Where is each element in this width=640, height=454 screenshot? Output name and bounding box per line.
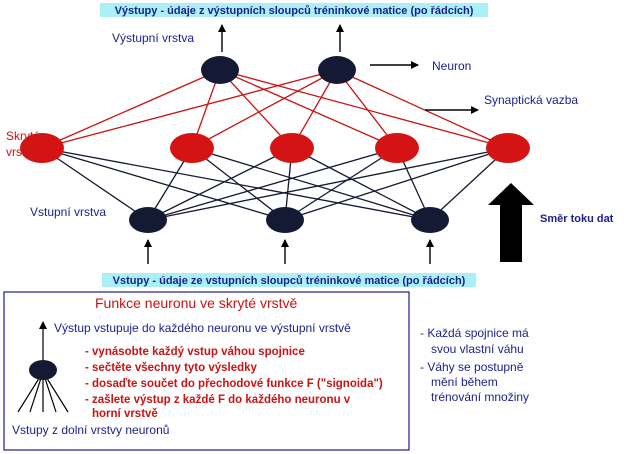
flow-direction-label: Směr toku dat [540,213,614,225]
hidden-output-connections [41,69,509,149]
top-banner: Výstupy - údaje z výstupních sloupců tré… [115,5,474,17]
flow-direction-arrow-icon [488,183,534,262]
hidden-neuron [375,133,419,163]
inputs-note: Vstupy z dolní vrstvy neuronů [12,423,169,437]
function-step: - dosaďte součet do přechodové funkce F … [85,378,383,390]
note-line: trénování množiny [431,390,529,404]
neuron-function-box [3,291,410,451]
hidden-neuron [170,133,214,163]
input-neuron [129,207,167,233]
output-neuron [318,56,356,84]
bottom-banner: Vstupy - údaje ze vstupních sloupců trén… [113,275,466,287]
io-arrows [144,24,479,264]
output-neuron [201,56,239,84]
input-layer-label: Vstupní vrstva [30,205,106,219]
output-note: Výstup vstupuje do každého neuronu ve vý… [54,321,351,335]
hidden-layer-label-1: Skrytá [6,129,40,143]
function-step: horní vrstvě [92,408,158,420]
function-step: - vynásobte každý vstup váhou spojnice [85,346,305,358]
note-line: - Váhy se postupně [420,360,524,374]
hidden-layer-label-2: vrstva [6,145,38,159]
output-layer-label: Výstupní vrstva [112,31,194,45]
function-step: - zašlete výstup z každé F do každého ne… [85,394,351,406]
neuron-label: Neuron [432,59,471,73]
bottom-banner-bg [102,273,476,287]
input-neuron [266,207,304,233]
top-banner-bg [100,3,488,17]
note-line: - Každá spojnice má [420,326,529,340]
hidden-neuron [486,133,530,163]
hidden-neuron [20,133,64,163]
hidden-neuron [270,133,314,163]
synapse-label: Synaptická vazba [484,93,578,107]
mini-neuron [29,360,57,380]
function-box-title: Funkce neuronu ve skryté vrstvě [95,295,298,311]
input-neuron [411,207,449,233]
function-step: - sečtěte všechny tyto výsledky [85,362,258,374]
note-line: mění během [431,375,498,389]
note-line: svou vlastní váhu [431,342,524,356]
